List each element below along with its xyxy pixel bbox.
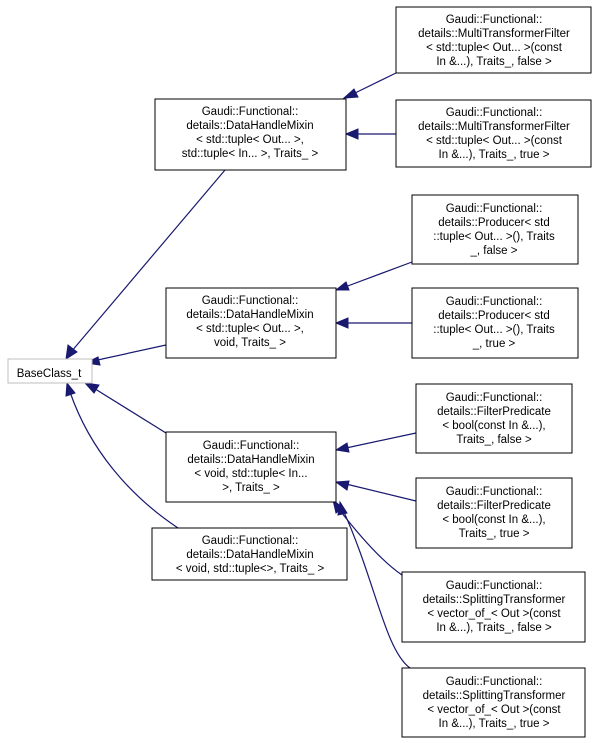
class-node-mixin-out-void-label-line: details::DataHandleMixin xyxy=(186,309,313,321)
class-node-filterpredicate-true-label-line: < bool(const In &...), xyxy=(442,514,545,526)
class-node-mixin-void-in-label-line: < void, std::tuple< In... xyxy=(194,468,307,480)
class-node-splittingtransformer-false-box xyxy=(401,571,586,643)
class-node-mixin-out-in[interactable]: Gaudi::Functional::details::DataHandleMi… xyxy=(154,98,347,171)
edge-mixin-void-empty-to-base xyxy=(69,391,179,529)
class-node-filterpredicate-true[interactable]: Gaudi::Functional::details::FilterPredic… xyxy=(415,477,573,549)
class-node-mixin-out-in-label-line: std::tuple< In... >, Traits_ > xyxy=(182,148,319,160)
edge-st-false-to-mixin-void-in xyxy=(337,507,403,576)
class-node-splittingtransformer-false-label-line: In &...), Traits_, false > xyxy=(436,622,552,634)
class-node-producer-true-label-line: details::Producer< std xyxy=(438,310,550,322)
class-node-mixin-out-in-label-line: details::DataHandleMixin xyxy=(186,120,313,132)
edge-mixin-void-in-to-base-arrowhead xyxy=(83,382,100,394)
class-node-producer-false-label-line: Gaudi::Functional:: xyxy=(446,203,543,215)
class-node-producer-false-label-line: _, false > xyxy=(470,245,518,257)
edge-fp-false-to-mixin-void-in-arrowhead xyxy=(334,442,350,453)
class-node-multitransformerfilter-true[interactable]: Gaudi::Functional::details::MultiTransfo… xyxy=(395,99,592,168)
class-node-multitransformerfilter-true-label-line: Gaudi::Functional:: xyxy=(446,107,543,119)
class-node-mixin-void-in-label-line: details::DataHandleMixin xyxy=(187,454,314,466)
class-node-producer-true-label-line: ::tuple< Out... >(), Traits xyxy=(433,324,555,336)
edge-prod-false-to-mixin-out-void xyxy=(344,261,413,288)
class-node-filterpredicate-false[interactable]: Gaudi::Functional::details::FilterPredic… xyxy=(415,383,573,454)
class-node-mixin-out-in-label-line: < std::tuple< Out... >, xyxy=(196,134,304,146)
inheritance-edges xyxy=(65,72,417,669)
class-node-filterpredicate-false-label-line: Traits_, false > xyxy=(456,434,532,446)
class-node-producer-false-label-line: details::Producer< std xyxy=(438,217,550,229)
class-node-mixin-void-empty-label-line: < void, std::tuple<>, Traits_ > xyxy=(176,563,325,575)
class-node-base[interactable]: BaseClass_t xyxy=(7,358,93,384)
class-node-producer-true-label-line: Gaudi::Functional:: xyxy=(446,296,543,308)
class-node-filterpredicate-true-label-line: details::FilterPredicate xyxy=(437,500,551,512)
class-node-multitransformerfilter-true-label-line: In &...), Traits_, true > xyxy=(439,149,550,161)
edge-fp-false-to-mixin-void-in xyxy=(345,432,417,449)
class-node-base-label-line: BaseClass_t xyxy=(17,368,82,380)
edge-fp-true-to-mixin-void-in-arrowhead xyxy=(334,480,350,491)
class-node-mixin-void-empty-box xyxy=(151,527,348,581)
class-node-multitransformerfilter-true-box xyxy=(395,99,592,168)
class-node-producer-false[interactable]: Gaudi::Functional::details::Producer< st… xyxy=(411,194,579,265)
class-node-mixin-void-empty-label-line: details::DataHandleMixin xyxy=(186,549,313,561)
class-node-multitransformerfilter-true-label-line: < std::tuple< Out... >(const xyxy=(426,135,563,147)
class-node-splittingtransformer-true-label-line: In &...), Traits_, true > xyxy=(439,718,550,730)
edge-mtf-false-to-mixin-out-in xyxy=(352,72,397,95)
class-node-mixin-out-void-label-line: Gaudi::Functional:: xyxy=(202,295,299,307)
class-node-mixin-void-in-label-line: >, Traits_ > xyxy=(222,482,280,494)
class-node-mixin-void-empty[interactable]: Gaudi::Functional::details::DataHandleMi… xyxy=(151,527,348,581)
edge-mixin-out-in-to-base xyxy=(70,169,226,353)
class-node-mixin-out-void-box xyxy=(165,287,337,359)
class-nodes: BaseClass_t Gaudi::Functional::details::… xyxy=(7,6,592,738)
class-node-mixin-out-void-label-line: < std::tuple< Out... >, xyxy=(196,323,304,335)
class-node-producer-false-label-line: ::tuple< Out... >(), Traits xyxy=(433,231,555,243)
class-node-multitransformerfilter-false-label-line: In &...), Traits_, false > xyxy=(436,56,552,68)
class-node-producer-false-box xyxy=(411,194,579,265)
edge-st-true-to-mixin-void-in xyxy=(342,509,411,669)
class-node-mixin-void-in[interactable]: Gaudi::Functional::details::DataHandleMi… xyxy=(165,431,337,503)
class-node-multitransformerfilter-false-label-line: < std::tuple< Out... >(const xyxy=(426,42,563,54)
class-node-splittingtransformer-false-label-line: < vector_of_< Out >(const xyxy=(427,608,561,620)
class-node-splittingtransformer-false-label-line: Gaudi::Functional:: xyxy=(446,580,543,592)
class-node-producer-true-box xyxy=(411,287,579,359)
edge-st-true-to-mixin-void-in-arrowhead xyxy=(337,500,348,516)
class-node-multitransformerfilter-true-label-line: details::MultiTransformerFilter xyxy=(418,121,570,133)
class-node-filterpredicate-true-box xyxy=(415,477,573,549)
class-node-mixin-void-in-box xyxy=(165,431,337,503)
edge-prod-true-to-mixin-out-void-arrowhead xyxy=(334,317,349,329)
class-node-splittingtransformer-true-label-line: details::SplittingTransformer xyxy=(423,690,566,702)
class-node-splittingtransformer-false[interactable]: Gaudi::Functional::details::SplittingTra… xyxy=(401,571,586,643)
edge-prod-false-to-mixin-out-void-arrowhead xyxy=(334,281,350,291)
class-node-multitransformerfilter-false-label-line: details::MultiTransformerFilter xyxy=(418,28,570,40)
edge-mixin-void-in-to-base xyxy=(91,386,167,434)
class-node-mixin-out-void[interactable]: Gaudi::Functional::details::DataHandleMi… xyxy=(165,287,337,359)
class-node-filterpredicate-false-label-line: < bool(const In &...), xyxy=(442,420,545,432)
class-node-splittingtransformer-false-label-line: details::SplittingTransformer xyxy=(423,594,566,606)
class-node-mixin-out-in-label-line: Gaudi::Functional:: xyxy=(202,106,299,118)
edge-mixin-out-in-to-base-arrowhead xyxy=(65,344,78,361)
class-node-mixin-void-in-label-line: Gaudi::Functional:: xyxy=(203,440,300,452)
class-node-splittingtransformer-true-label-line: Gaudi::Functional:: xyxy=(446,676,543,688)
class-node-mixin-out-void-label-line: void, Traits_ > xyxy=(214,337,286,349)
class-node-mixin-out-in-box xyxy=(154,98,347,171)
class-node-mixin-void-empty-label-line: Gaudi::Functional:: xyxy=(202,535,299,547)
class-node-filterpredicate-true-label-line: Traits_, true > xyxy=(459,528,530,540)
class-node-splittingtransformer-true-label-line: < vector_of_< Out >(const xyxy=(427,704,561,716)
edge-mixin-out-void-to-base xyxy=(92,344,167,362)
class-node-filterpredicate-true-label-line: Gaudi::Functional:: xyxy=(446,486,543,498)
class-node-filterpredicate-false-label-line: details::FilterPredicate xyxy=(437,406,551,418)
edge-fp-true-to-mixin-void-in xyxy=(345,483,417,502)
class-node-producer-true[interactable]: Gaudi::Functional::details::Producer< st… xyxy=(411,287,579,359)
edge-mtf-false-to-mixin-out-in-arrowhead xyxy=(342,88,359,99)
class-node-multitransformerfilter-false-label-line: Gaudi::Functional:: xyxy=(446,14,543,26)
class-node-splittingtransformer-true[interactable]: Gaudi::Functional::details::SplittingTra… xyxy=(401,667,586,738)
class-node-producer-true-label-line: _, true > xyxy=(472,338,516,350)
class-node-splittingtransformer-true-box xyxy=(401,667,586,738)
class-node-filterpredicate-false-label-line: Gaudi::Functional:: xyxy=(446,392,543,404)
class-node-multitransformerfilter-false-box xyxy=(395,6,592,74)
class-node-filterpredicate-false-box xyxy=(415,383,573,454)
edge-mixin-void-empty-to-base-arrowhead xyxy=(65,381,76,397)
class-node-base-box xyxy=(7,358,93,384)
edge-mtf-true-to-mixin-out-in-arrowhead xyxy=(344,128,359,140)
class-node-multitransformerfilter-false[interactable]: Gaudi::Functional::details::MultiTransfo… xyxy=(395,6,592,74)
